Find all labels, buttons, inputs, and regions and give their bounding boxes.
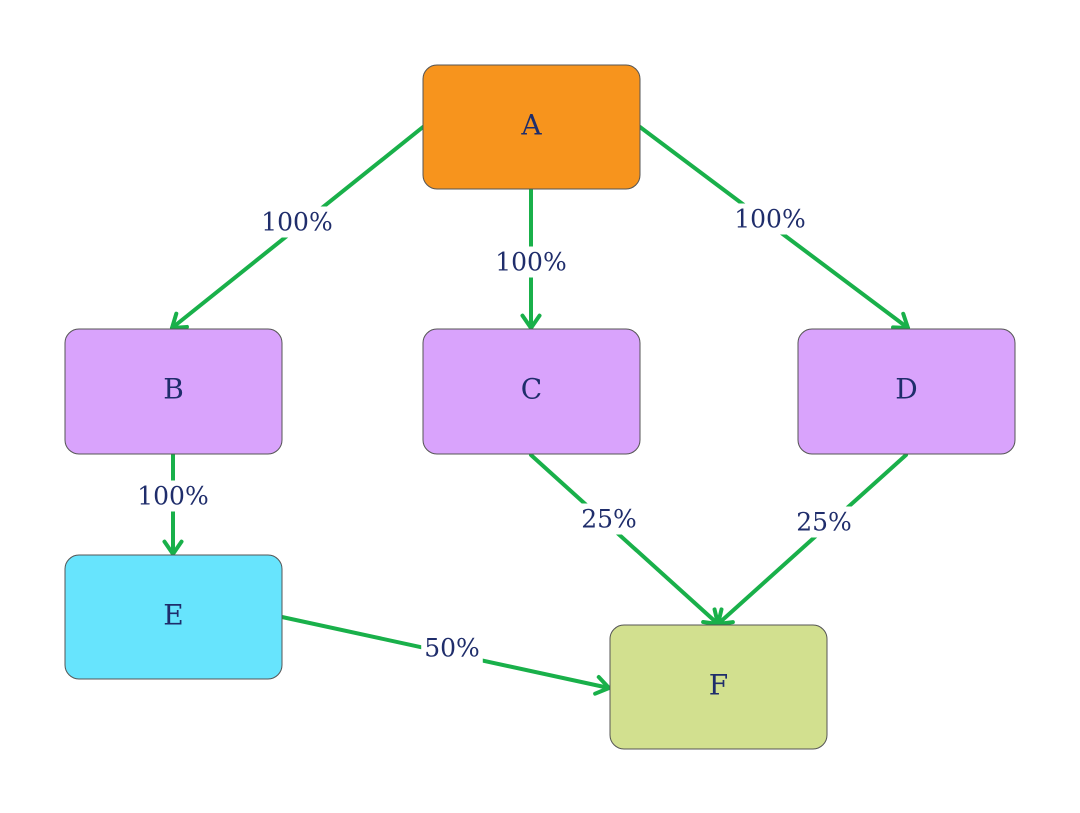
node-b: B (64, 328, 283, 455)
edge-c-f-label-background (578, 503, 640, 535)
edge-e-f-label: 50% (424, 634, 480, 663)
node-f-box (609, 624, 828, 750)
edge-c-f: 25% (529, 453, 720, 626)
edge-a-c-label: 100% (495, 248, 566, 277)
edge-a-b-label-background (258, 206, 336, 238)
node-e: E (64, 554, 283, 680)
edge-d-f-label-background (793, 506, 855, 538)
edge-a-b-arrowhead-icon (170, 311, 189, 330)
edge-a-b-label: 100% (261, 208, 332, 237)
node-f-label: F (709, 669, 728, 702)
node-a-label: A (520, 109, 542, 142)
node-d: D (797, 328, 1016, 455)
edge-a-d-arrowhead-icon (891, 311, 910, 330)
edge-b-e: 100% (134, 453, 212, 556)
node-f: F (609, 624, 828, 750)
edge-c-f-line (529, 453, 720, 626)
edge-e-f-arrowhead-icon (593, 675, 611, 696)
edge-a-b: 100% (170, 125, 425, 330)
node-b-box (64, 328, 283, 455)
edge-d-f-arrowhead-icon (716, 607, 735, 626)
edge-c-f-label: 25% (581, 505, 637, 534)
node-b-label: B (163, 373, 184, 406)
edge-b-e-arrowhead-icon (162, 539, 184, 556)
edge-a-c-arrowhead-icon (520, 313, 542, 330)
edge-d-f-line (716, 453, 908, 626)
edge-a-d-label: 100% (734, 205, 805, 234)
edge-d-f-label: 25% (796, 508, 852, 537)
nodes-layer: A B C D E F (64, 64, 1016, 750)
node-a: A (422, 64, 641, 190)
edge-d-f: 25% (716, 453, 908, 626)
node-c-box (422, 328, 641, 455)
node-e-label: E (163, 599, 183, 632)
edge-a-c: 100% (492, 187, 570, 330)
node-c-label: C (521, 373, 542, 406)
edge-e-f-label-background (421, 632, 483, 664)
edge-e-f: 50% (280, 615, 611, 696)
node-d-box (797, 328, 1016, 455)
edge-a-d: 100% (638, 125, 910, 330)
node-d-label: D (895, 373, 917, 406)
node-e-box (64, 554, 283, 680)
node-c: C (422, 328, 641, 455)
edge-b-e-label: 100% (137, 482, 208, 511)
edge-a-d-label-background (731, 203, 809, 235)
node-a-box (422, 64, 641, 190)
edge-a-c-label-background (492, 246, 570, 278)
edge-b-e-label-background (134, 480, 212, 512)
edges-layer: 100% 100% 100% 100% 25% 25% 50% (134, 125, 910, 696)
